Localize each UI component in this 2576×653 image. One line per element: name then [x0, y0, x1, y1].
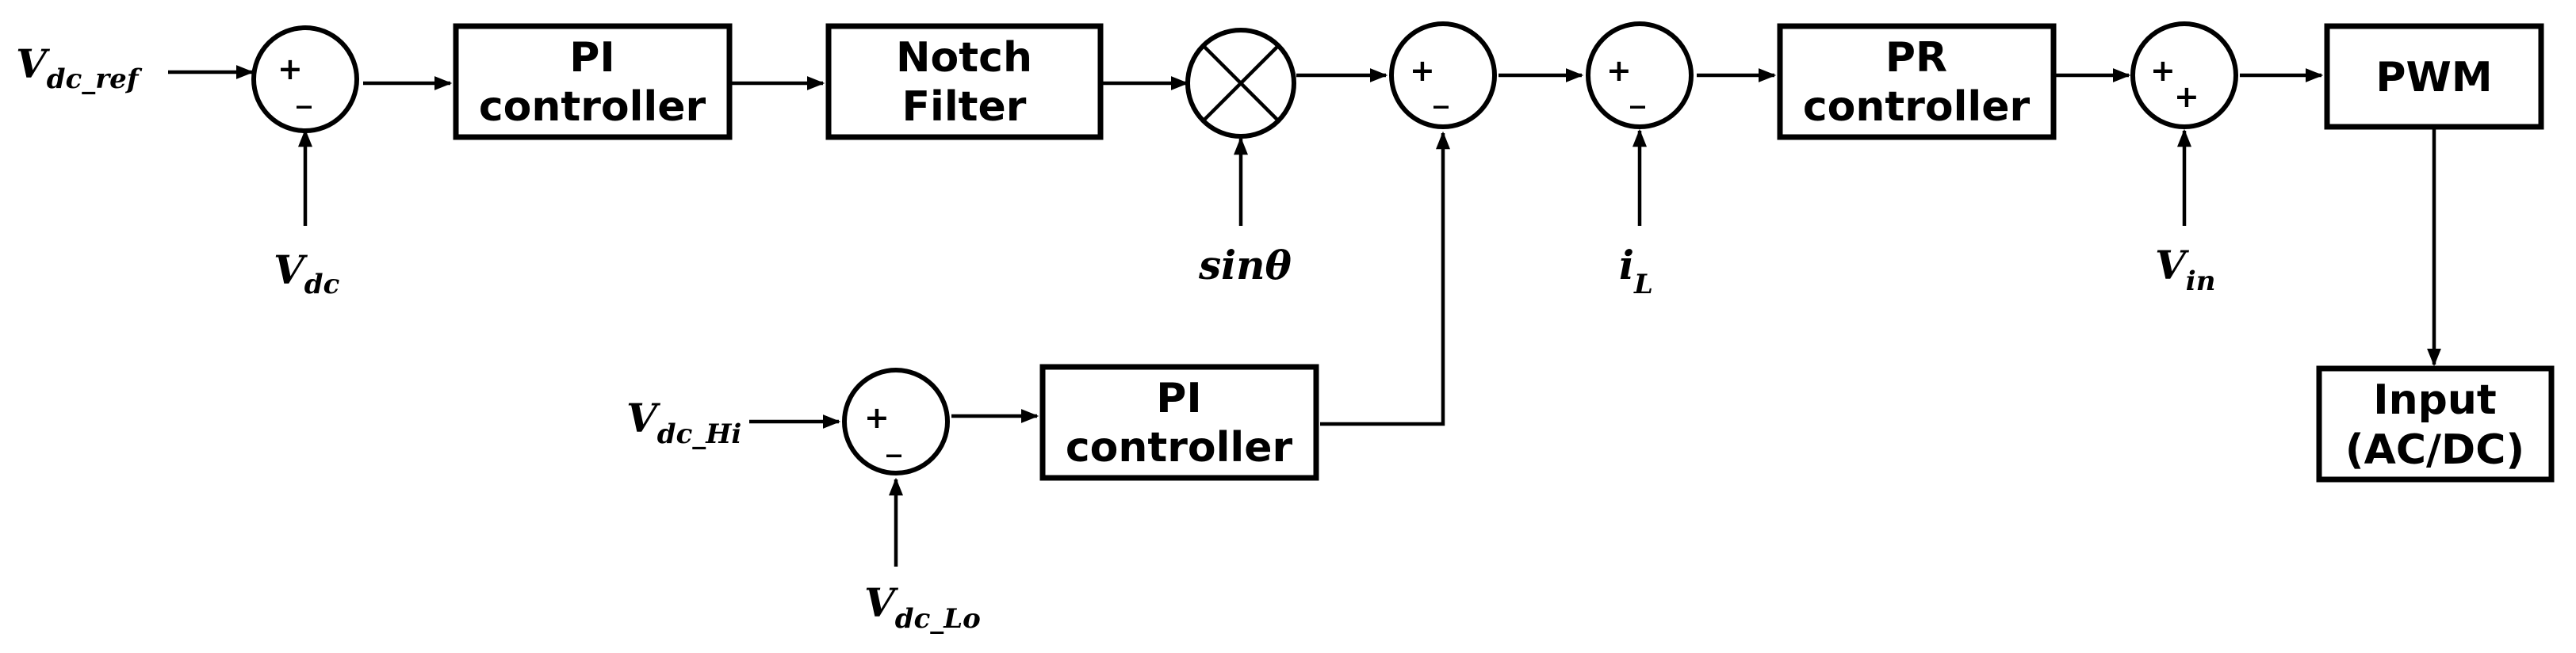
sum2-sign-top: +	[1410, 53, 1435, 88]
pr-label-line2: controller	[1803, 83, 2031, 131]
pi1-label-line2: controller	[479, 83, 706, 131]
notch-label-line1: Notch	[896, 34, 1032, 82]
summing-junction-2: + _	[1389, 21, 1497, 129]
label-sin-theta: sinθ	[1198, 242, 1292, 288]
sum1-sign-top: +	[278, 52, 303, 86]
summing-junction-4: + +	[2130, 21, 2238, 129]
sum4-sign-bottom: +	[2174, 79, 2199, 114]
label-vdc-ref: Vdc_ref	[16, 40, 143, 95]
sum3-sign-top: +	[1606, 53, 1632, 88]
sum2-sign-bottom: _	[1433, 74, 1449, 109]
signal-lines	[168, 65, 2441, 567]
label-vdc-hi: Vdc_Hi	[626, 395, 741, 450]
multiplier	[1185, 28, 1296, 139]
notch-filter-block: Notch Filter	[825, 23, 1104, 140]
sum3-sign-bottom: _	[1630, 74, 1645, 109]
label-il: iL	[1619, 242, 1653, 300]
input-block: Input (AC/DC)	[2316, 365, 2555, 483]
label-vdc: Vdc	[274, 246, 340, 300]
sum5-sign-bottom: _	[886, 422, 901, 457]
sum1-sign-bottom: _	[297, 74, 312, 109]
pi-controller-block-2: PI controller	[1039, 364, 1319, 481]
label-vdc-lo: Vdc_Lo	[864, 579, 981, 635]
pi2-label-line1: PI	[1156, 375, 1201, 422]
pi1-label-line1: PI	[569, 34, 614, 82]
summing-junction-5: + _	[842, 368, 950, 475]
pwm-block: PWM	[2324, 23, 2544, 130]
input-label-line1: Input	[2373, 376, 2496, 424]
input-label-line2: (AC/DC)	[2345, 426, 2524, 474]
sum4-sign-top: +	[2150, 53, 2176, 88]
pr-label-line1: PR	[1885, 34, 1947, 82]
line-pi2-to-sum2	[1320, 131, 1450, 426]
pr-controller-block: PR controller	[1777, 23, 2057, 140]
label-vin: Vin	[2155, 242, 2215, 297]
summing-junction-1: + _	[251, 25, 359, 133]
summing-junction-3: + _	[1586, 21, 1694, 129]
pwm-label: PWM	[2375, 54, 2492, 101]
pi-controller-block-1: PI controller	[453, 23, 733, 140]
sum5-sign-top: +	[864, 400, 890, 435]
pi2-label-line2: controller	[1066, 424, 1293, 472]
notch-label-line2: Filter	[902, 83, 1027, 131]
